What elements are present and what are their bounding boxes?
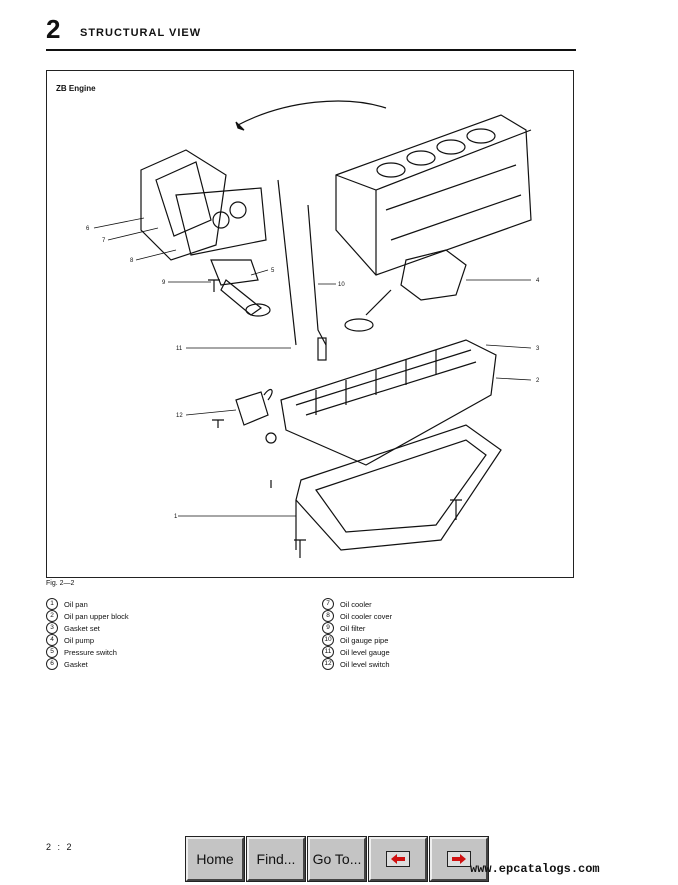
legend-label: Oil filter xyxy=(340,623,366,633)
previous-page-button[interactable] xyxy=(369,837,427,881)
oil-level-switch xyxy=(235,388,277,444)
callout-4: 4 xyxy=(536,278,540,284)
callout-9: 9 xyxy=(162,280,166,286)
legend-label: Oil gauge pipe xyxy=(340,635,389,645)
oil-filter xyxy=(210,259,271,317)
oil-cooler xyxy=(140,149,267,261)
navigation-bar: Home Find... Go To... xyxy=(186,835,488,885)
callout-6: 6 xyxy=(86,226,90,232)
oil-pan-upper-block xyxy=(280,339,497,466)
legend-item: 4 Oil pump xyxy=(46,634,129,646)
chapter-title: STRUCTURAL VIEW xyxy=(80,27,202,39)
callout-12: 12 xyxy=(176,413,183,419)
legend-number: 7 xyxy=(322,598,334,610)
legend-item: 1 Oil pan xyxy=(46,598,129,610)
legend-number: 1 xyxy=(46,598,58,610)
legend-item: 6 Gasket xyxy=(46,658,129,670)
legend-item: 8 Oil cooler cover xyxy=(322,610,392,622)
legend-item: 2 Oil pan upper block xyxy=(46,610,129,622)
callout-2: 2 xyxy=(536,378,540,384)
assembly-arrow xyxy=(237,100,387,126)
legend-item: 10 Oil gauge pipe xyxy=(322,634,392,646)
engine-exploded-diagram: 1 2 3 4 5 6 7 8 9 10 11 12 xyxy=(86,100,540,558)
figure-title: ZB Engine xyxy=(56,84,96,93)
legend-left: 1 Oil pan 2 Oil pan upper block 3 Gasket se… xyxy=(46,598,129,670)
legend-label: Gasket xyxy=(64,659,88,669)
bolts xyxy=(208,279,462,558)
callout-7: 7 xyxy=(102,238,106,244)
legend-number: 10 xyxy=(322,634,334,646)
callout-1: 1 xyxy=(174,514,178,520)
chapter-number: 2 xyxy=(46,14,61,44)
oil-level-gauge xyxy=(277,179,297,346)
figure-frame xyxy=(46,70,574,578)
legend-label: Oil cooler cover xyxy=(340,611,393,621)
legend-number: 4 xyxy=(46,634,58,646)
oil-pan xyxy=(295,424,502,551)
legend-number: 5 xyxy=(46,646,58,658)
legend-label: Gasket set xyxy=(64,623,100,633)
cylinder-block xyxy=(335,114,532,276)
callout-11: 11 xyxy=(176,346,183,352)
find-button[interactable]: Find... xyxy=(247,837,305,881)
callout-leaders xyxy=(93,217,532,517)
legend-item: 7 Oil cooler xyxy=(322,598,392,610)
legend-label: Oil pump xyxy=(64,635,95,645)
legend-number: 11 xyxy=(322,646,334,658)
legend-item: 11 Oil level gauge xyxy=(322,646,392,658)
legend-right: 7 Oil cooler 8 Oil cooler cover 9 Oil filte… xyxy=(322,598,392,670)
next-page-button[interactable] xyxy=(430,837,488,881)
legend-item: 5 Pressure switch xyxy=(46,646,129,658)
legend-number: 3 xyxy=(46,622,58,634)
page-number: 2 : 2 xyxy=(46,842,74,852)
legend-number: 6 xyxy=(46,658,58,670)
home-button[interactable]: Home xyxy=(186,837,244,881)
arrow-left-icon xyxy=(386,851,410,867)
oil-pump xyxy=(344,249,467,332)
watermark: www.epcatalogs.com xyxy=(470,862,600,876)
legend-label: Oil pan xyxy=(64,599,88,609)
legend-label: Oil pan upper block xyxy=(64,611,129,621)
legend-item: 12 Oil level switch xyxy=(322,658,392,670)
figure-caption: Fig. 2—2 xyxy=(46,580,75,587)
legend-label: Pressure switch xyxy=(64,647,117,657)
legend-label: Oil cooler xyxy=(340,599,372,609)
legend-item: 9 Oil filter xyxy=(322,622,392,634)
legend-item: 3 Gasket set xyxy=(46,622,129,634)
legend-number: 8 xyxy=(322,610,334,622)
callout-3: 3 xyxy=(536,346,540,352)
legend-label: Oil level gauge xyxy=(340,647,390,657)
legend-number: 9 xyxy=(322,622,334,634)
header-rule xyxy=(46,49,576,51)
legend-label: Oil level switch xyxy=(340,659,390,669)
oil-gauge-pipe xyxy=(307,204,327,346)
arrow-right-icon xyxy=(447,851,471,867)
legend-number: 12 xyxy=(322,658,334,670)
callout-8: 8 xyxy=(130,258,134,264)
callout-5: 5 xyxy=(271,268,275,274)
callout-10: 10 xyxy=(338,282,345,288)
goto-button[interactable]: Go To... xyxy=(308,837,366,881)
legend-number: 2 xyxy=(46,610,58,622)
